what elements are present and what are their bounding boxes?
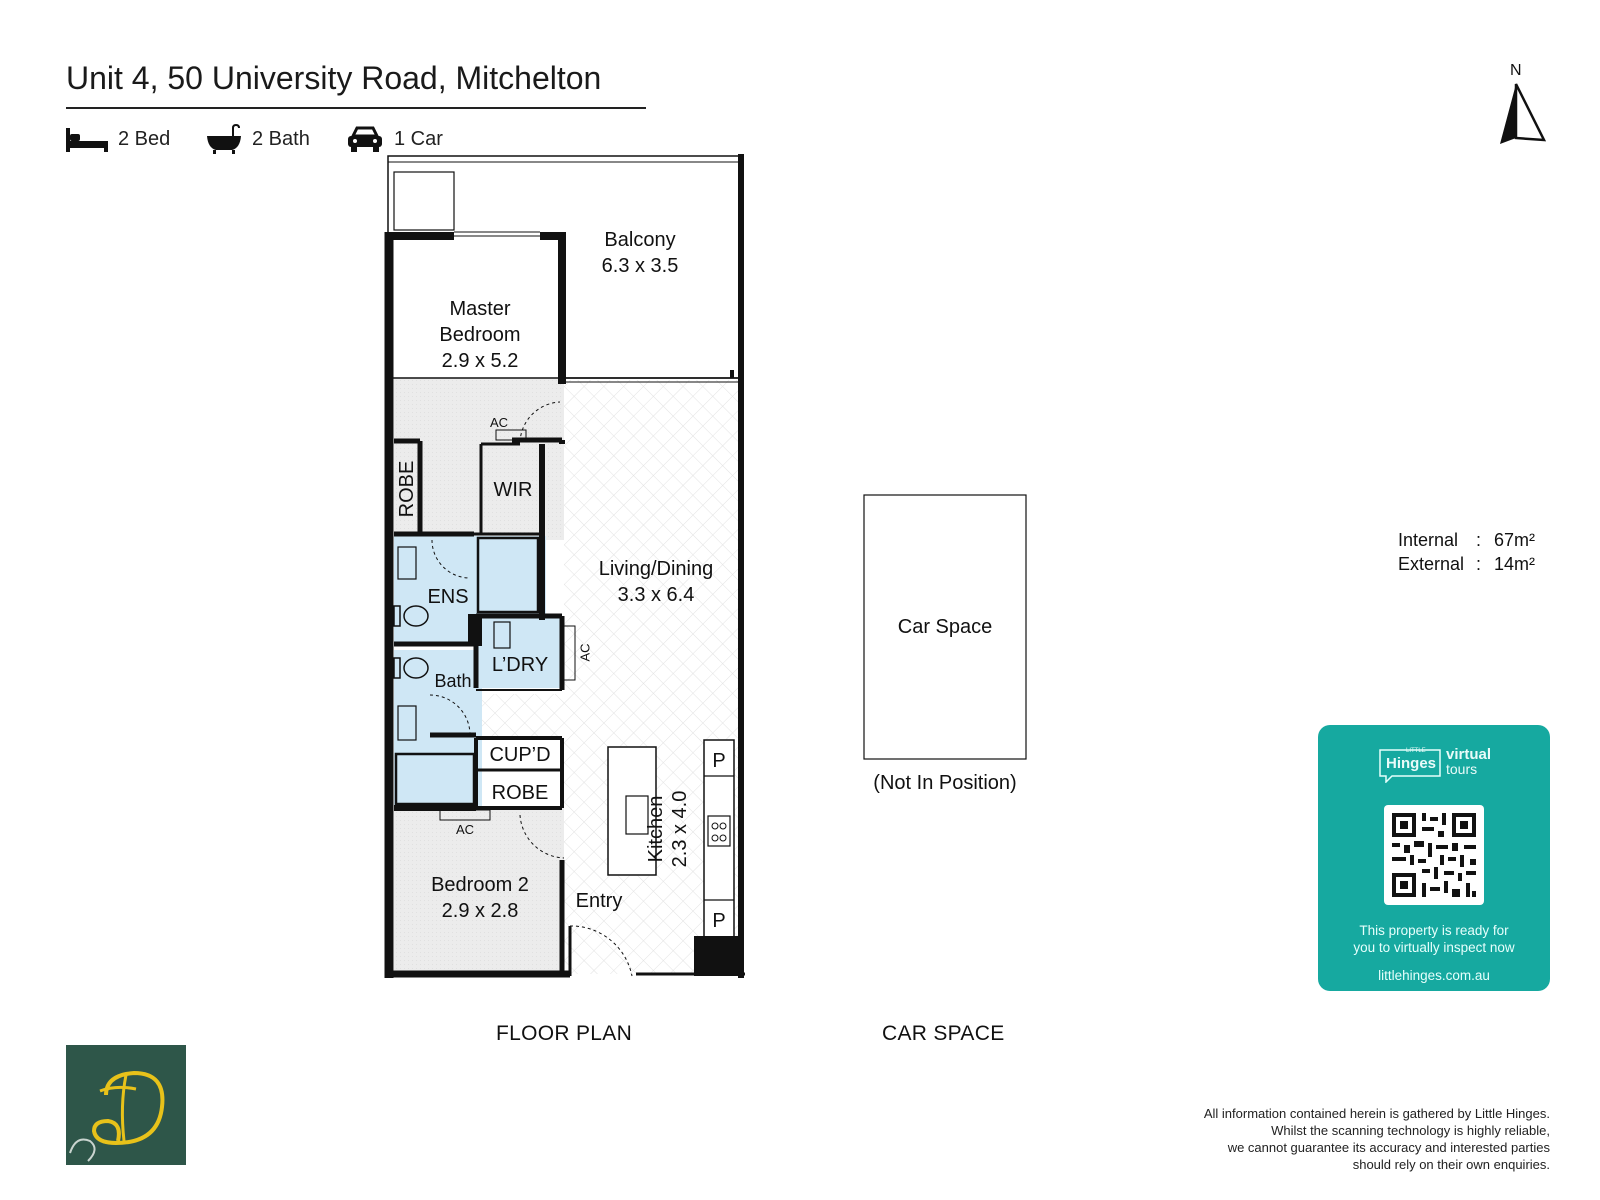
compass-label: N (1510, 62, 1522, 79)
qr-code-icon[interactable] (1384, 805, 1484, 905)
virtual-tour-link[interactable]: littlehinges.com.au (1378, 968, 1490, 983)
virtual-tour-message: This property is ready for you to virtua… (1353, 923, 1515, 955)
master-bedroom-label: Master Bedroom 2.9 x 5.2 (439, 298, 521, 372)
floor-plan-caption: FLOOR PLAN (496, 1022, 633, 1045)
bath-icon (207, 124, 241, 154)
page-title: Unit 4, 50 University Road, Mitchelton (66, 60, 602, 96)
entry-label: Entry (575, 890, 623, 912)
little-hinges-logo: LITTLE Hinges virtual tours (1378, 747, 1508, 783)
bed-count: 2 Bed (118, 127, 171, 150)
area-summary: Internal : 67m² External : 14m² (1398, 528, 1535, 576)
ensuite-label: ENS (427, 586, 469, 608)
north-compass: N (1496, 62, 1552, 152)
car-space-label: Car Space (897, 616, 993, 638)
pantry-label: P (712, 910, 726, 932)
speech-bubble-icon (1379, 749, 1441, 783)
cupboard-label: CUP’D (489, 744, 551, 766)
title-underline (66, 107, 646, 109)
bedroom2-label: Bedroom 2 2.9 x 2.8 (431, 874, 529, 922)
robe-vertical-label: ROBE (396, 460, 418, 518)
car-space-caption: CAR SPACE (882, 1022, 1005, 1045)
bedroom2-floor (394, 808, 564, 974)
ac-label: AC (577, 643, 593, 662)
balcony-label: Balcony 6.3 x 3.5 (601, 229, 679, 277)
bed-icon (66, 128, 108, 152)
internal-area-value: 67m² (1494, 530, 1536, 550)
wir-label: WIR (493, 479, 533, 501)
kitchen-label: Kitchen 2.3 x 4.0 (645, 790, 691, 868)
virtual-tour-card[interactable]: LITTLE Hinges virtual tours This prop (1318, 725, 1550, 991)
laundry-label: L’DRY (491, 654, 549, 676)
car-space-note: (Not In Position) (873, 772, 1017, 794)
bath-count: 2 Bath (252, 127, 310, 150)
north-arrow-icon (1500, 83, 1547, 144)
agency-logo (66, 1045, 186, 1165)
car-spec: 1 Car (346, 124, 443, 154)
ac-label: AC (456, 822, 475, 837)
car-count: 1 Car (394, 127, 443, 150)
bath-label: Bath (434, 671, 472, 691)
disclaimer: All information contained herein is gath… (1203, 1106, 1550, 1172)
external-area-value: 14m² (1494, 554, 1536, 574)
external-area-label: External (1398, 554, 1465, 574)
bed-spec: 2 Bed (66, 124, 170, 154)
living-dining-label: Living/Dining 3.3 x 6.4 (598, 558, 714, 606)
laundry-floor (478, 618, 562, 688)
car-space-outline (863, 494, 1027, 760)
robe2-label: ROBE (491, 782, 549, 804)
internal-area-label: Internal (1398, 530, 1459, 550)
bath-spec: 2 Bath (206, 124, 310, 154)
pantry-label: P (712, 750, 726, 772)
script-d-logo-icon (69, 1070, 165, 1162)
area-separator: : (1476, 554, 1482, 574)
area-separator: : (1476, 530, 1482, 550)
car-icon (348, 126, 382, 152)
ac-label: AC (490, 415, 509, 430)
